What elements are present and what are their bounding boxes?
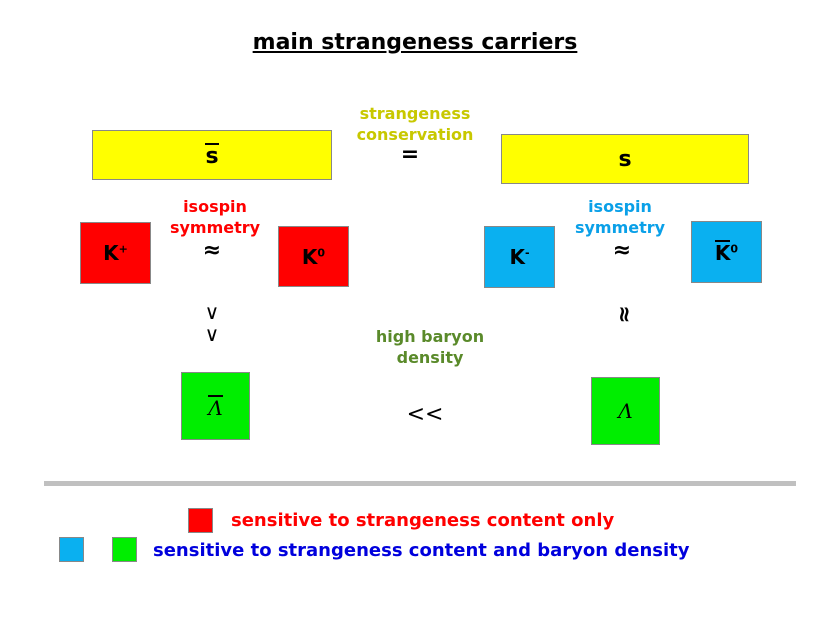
high-baryon-density-line1: high baryon — [375, 327, 485, 346]
much-less-than-symbol: << — [406, 402, 444, 427]
high-baryon-density-line2: density — [396, 348, 464, 367]
antilambda-label: Λ — [208, 394, 223, 420]
legend-red-swatch — [188, 508, 213, 533]
k-zero-bar-label: K0 — [714, 239, 739, 265]
antilambda-box: Λ — [181, 372, 250, 440]
right-isospin-line2: symmetry — [574, 218, 666, 237]
left-isospin-line2: symmetry — [169, 218, 261, 237]
equals-symbol: = — [400, 142, 420, 167]
lambda-box: Λ — [591, 377, 660, 445]
left-isospin-line1: isospin — [183, 197, 247, 216]
strangeness-conservation-line2: conservation — [356, 125, 474, 144]
k-zero-bar-box: K0 — [691, 221, 762, 283]
right-isospin-line1: isospin — [588, 197, 652, 216]
lambda-label: Λ — [618, 399, 633, 423]
right-isospin-label: isospin symmetry — [560, 196, 680, 238]
legend-blue-green-text: sensitive to strangeness content and bar… — [153, 540, 690, 561]
right-approx-vertical-symbol: ≈ — [611, 305, 637, 324]
k-plus-box: K+ — [80, 222, 151, 284]
k-minus-label: K- — [509, 245, 530, 269]
k-zero-label: K0 — [301, 244, 326, 269]
k-zero-box: K0 — [278, 226, 349, 287]
strange-quark-box: s — [501, 134, 749, 184]
high-baryon-density-label: high baryon density — [355, 326, 505, 368]
left-isospin-label: isospin symmetry — [155, 196, 275, 238]
legend-red-text: sensitive to strangeness content only — [231, 510, 615, 531]
right-approx-symbol: ≈ — [612, 238, 632, 263]
strangeness-conservation-label: strangeness conservation — [340, 103, 490, 145]
left-greater-top-symbol: ∨ — [204, 300, 220, 324]
strangeness-conservation-line1: strangeness — [359, 104, 471, 123]
legend-green-swatch — [112, 537, 137, 562]
strange-quark-label: s — [618, 146, 632, 172]
antistrange-quark-box: s — [92, 130, 332, 180]
left-approx-symbol: ≈ — [202, 238, 222, 263]
left-greater-bottom-symbol: ∨ — [204, 322, 220, 346]
page-title: main strangeness carriers — [252, 30, 578, 55]
divider-line — [44, 481, 796, 486]
legend-blue-swatch — [59, 537, 84, 562]
antistrange-quark-label: s — [205, 142, 219, 169]
k-minus-box: K- — [484, 226, 555, 288]
k-plus-label: K+ — [103, 241, 128, 265]
